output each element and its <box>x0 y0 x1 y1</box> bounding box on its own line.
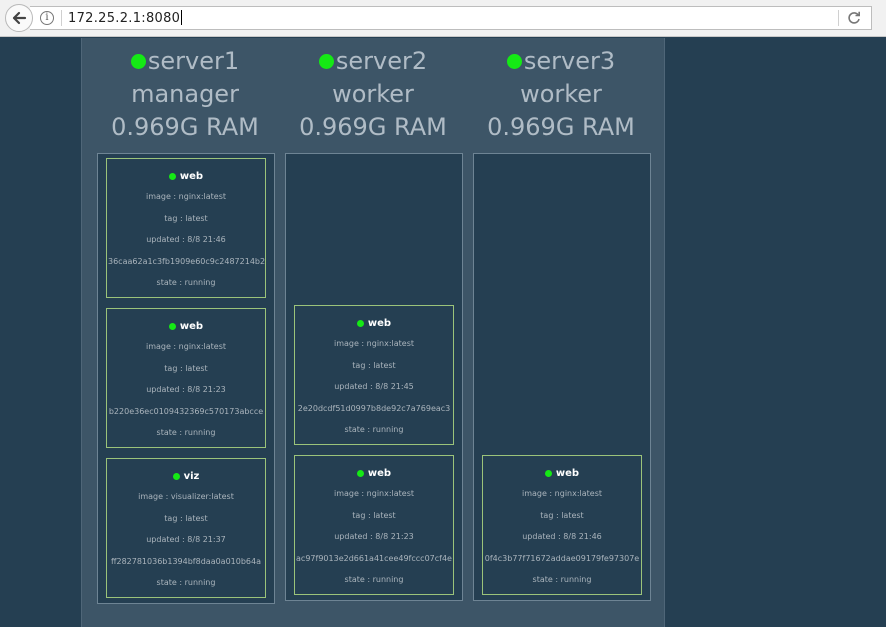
task-state: state : running <box>156 278 216 288</box>
status-dot-icon <box>130 54 146 69</box>
task-id: 36caa62a1c3fb1909e60c9c2487214b2 <box>108 256 265 266</box>
task-state: state : running <box>532 575 592 585</box>
reload-icon[interactable] <box>846 10 862 26</box>
task-image: image : nginx:latest <box>333 339 415 348</box>
status-dot-icon <box>168 172 176 180</box>
server-ram: 0.969G RAM <box>487 113 635 141</box>
task-state: state : running <box>156 428 216 438</box>
server-name: server2 <box>335 47 428 75</box>
task-card[interactable]: web image : nginx:latest tag : latest up… <box>106 308 266 448</box>
status-dot-icon <box>544 469 552 477</box>
server-name: server3 <box>523 47 616 75</box>
task-updated: updated : 8/8 21:23 <box>146 385 226 395</box>
address-bar[interactable]: i 172.25.2.1:8080 <box>30 6 872 30</box>
task-card[interactable]: web image : nginx:latest tag : latest up… <box>294 305 454 445</box>
task-tag: tag : latest <box>164 513 208 523</box>
task-image: image : nginx:latest <box>145 342 227 351</box>
status-dot-icon <box>356 469 364 477</box>
info-icon[interactable]: i <box>40 11 54 25</box>
task-id: b220e36ec0109432369c570173abcce <box>108 406 264 416</box>
task-state: state : running <box>156 578 216 588</box>
task-title: web <box>107 169 265 183</box>
node-column-server2: web image : nginx:latest tag : latest up… <box>285 153 463 601</box>
server-header-server2: server2 worker 0.969G RAM <box>279 45 467 144</box>
task-updated: updated : 8/8 21:23 <box>334 532 414 542</box>
node-column-server1: web image : nginx:latest tag : latest up… <box>97 153 275 604</box>
url-text[interactable]: 172.25.2.1:8080 <box>68 11 181 26</box>
server-ram: 0.969G RAM <box>299 113 447 141</box>
task-tag: tag : latest <box>352 360 396 370</box>
status-dot-icon <box>506 54 522 69</box>
task-id: ac97f9013e2d661a41cee49fccc07cf4e <box>296 553 452 563</box>
task-title: web <box>295 466 453 480</box>
task-updated: updated : 8/8 21:46 <box>146 235 226 245</box>
server-role: worker <box>332 80 414 108</box>
task-image: image : visualizer:latest <box>138 492 234 501</box>
task-state: state : running <box>344 425 404 435</box>
task-state: state : running <box>344 575 404 585</box>
server-role: manager <box>131 80 239 108</box>
task-card[interactable]: web image : nginx:latest tag : latest up… <box>294 455 454 595</box>
task-card[interactable]: viz image : visualizer:latest tag : late… <box>106 458 266 598</box>
task-title: web <box>107 319 265 333</box>
browser-toolbar: i 172.25.2.1:8080 <box>0 0 886 37</box>
task-updated: updated : 8/8 21:46 <box>522 532 602 542</box>
task-card[interactable]: web image : nginx:latest tag : latest up… <box>482 455 642 595</box>
task-card[interactable]: web image : nginx:latest tag : latest up… <box>106 158 266 298</box>
status-dot-icon <box>318 54 334 69</box>
server-role: worker <box>520 80 602 108</box>
task-id: 0f4c3b77f71672addae09179fe97307e <box>484 553 640 563</box>
task-image: image : nginx:latest <box>521 489 603 498</box>
server-name: server1 <box>147 47 240 75</box>
back-button[interactable] <box>5 4 33 32</box>
node-column-server3: web image : nginx:latest tag : latest up… <box>473 153 651 601</box>
server-ram: 0.969G RAM <box>111 113 259 141</box>
url-separator <box>61 10 62 26</box>
task-title: web <box>295 316 453 330</box>
task-image: image : nginx:latest <box>333 489 415 498</box>
task-tag: tag : latest <box>352 510 396 520</box>
arrow-left-icon <box>12 11 27 25</box>
task-tag: tag : latest <box>164 213 208 223</box>
task-id: ff282781036b1394bf8daa0a010b64a <box>110 556 262 566</box>
task-updated: updated : 8/8 21:37 <box>146 535 226 545</box>
task-tag: tag : latest <box>540 510 584 520</box>
status-dot-icon <box>168 322 176 330</box>
swarm-visualizer: server1 manager 0.969G RAM web image : n… <box>81 38 665 627</box>
task-updated: updated : 8/8 21:45 <box>334 382 414 392</box>
task-title: web <box>483 466 641 480</box>
task-title: viz <box>107 469 265 483</box>
reload-separator <box>838 10 839 26</box>
task-id: 2e20dcdf51d0997b8de92c7a769eac3 <box>297 403 451 413</box>
task-tag: tag : latest <box>164 363 208 373</box>
status-dot-icon <box>356 319 364 327</box>
server-header-server1: server1 manager 0.969G RAM <box>91 45 279 144</box>
task-image: image : nginx:latest <box>145 192 227 201</box>
server-header-server3: server3 worker 0.969G RAM <box>467 45 655 144</box>
status-dot-icon <box>172 472 180 480</box>
